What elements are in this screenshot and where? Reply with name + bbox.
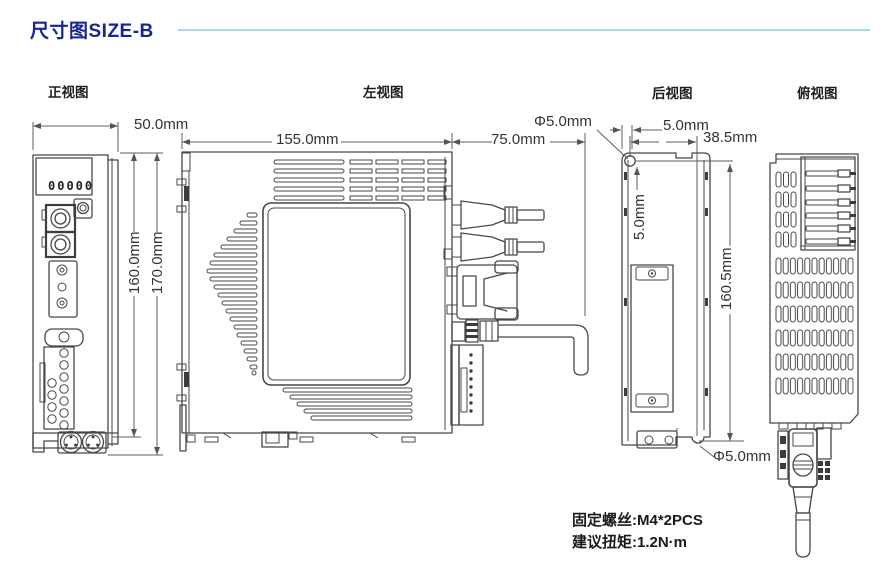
dim-front-body-height: 160.0mm bbox=[126, 231, 143, 294]
left-view-drawing bbox=[176, 151, 589, 452]
top-view-side-vents bbox=[775, 171, 797, 248]
dim-rear-mount-width: 38.5mm bbox=[703, 129, 758, 146]
left-view-terminal-connector bbox=[450, 344, 484, 426]
view-label-front: 正视图 bbox=[48, 85, 89, 100]
top-view-vent-grid bbox=[775, 257, 854, 395]
dim-rear-mount-pitch: 160.5mm bbox=[718, 247, 735, 310]
page-title: 尺寸图SIZE-B bbox=[30, 21, 154, 42]
dim-left-depth: 155.0mm bbox=[276, 131, 339, 148]
header-rule bbox=[178, 29, 870, 31]
dim-rear-hole-offset-y: 5.0mm bbox=[631, 194, 648, 240]
dim-front-width: 50.0mm bbox=[134, 116, 189, 133]
left-view-cable-plugs bbox=[451, 200, 545, 262]
front-view-drawing bbox=[32, 154, 119, 454]
dim-rear-hole-offset-x: 5.0mm bbox=[663, 117, 709, 134]
left-view-top-vents bbox=[273, 159, 447, 201]
dim-mount-hole-dia: Φ5.0mm bbox=[534, 113, 592, 130]
front-view-dimensions bbox=[32, 122, 163, 456]
left-view-bottom-vents bbox=[282, 387, 413, 421]
view-label-rear: 后视图 bbox=[652, 86, 693, 101]
top-view-cable-assembly bbox=[777, 422, 842, 558]
rear-view-drawing bbox=[621, 152, 711, 449]
note-torque: 建议扭矩:1.2N·m bbox=[572, 534, 688, 551]
left-view-dimensions bbox=[181, 129, 629, 316]
view-label-top: 俯视图 bbox=[797, 86, 838, 101]
view-label-left: 左视图 bbox=[363, 85, 404, 100]
led-display-digits: 00000 bbox=[48, 179, 95, 193]
left-view-cable-elbow bbox=[451, 319, 589, 376]
rear-view-dimensions bbox=[610, 125, 744, 458]
left-view-diagonal-vents bbox=[206, 212, 258, 376]
note-fixing-screw: 固定螺丝:M4*2PCS bbox=[572, 512, 703, 529]
dim-front-total-height: 170.0mm bbox=[149, 231, 166, 294]
dim-rear-notch-dia: Φ5.0mm bbox=[713, 448, 771, 465]
left-view-dsub-connector bbox=[446, 260, 519, 321]
dim-left-cable-clearance: 75.0mm bbox=[491, 131, 546, 148]
top-view-terminal-bars bbox=[805, 169, 856, 246]
top-view-drawing bbox=[769, 153, 859, 558]
